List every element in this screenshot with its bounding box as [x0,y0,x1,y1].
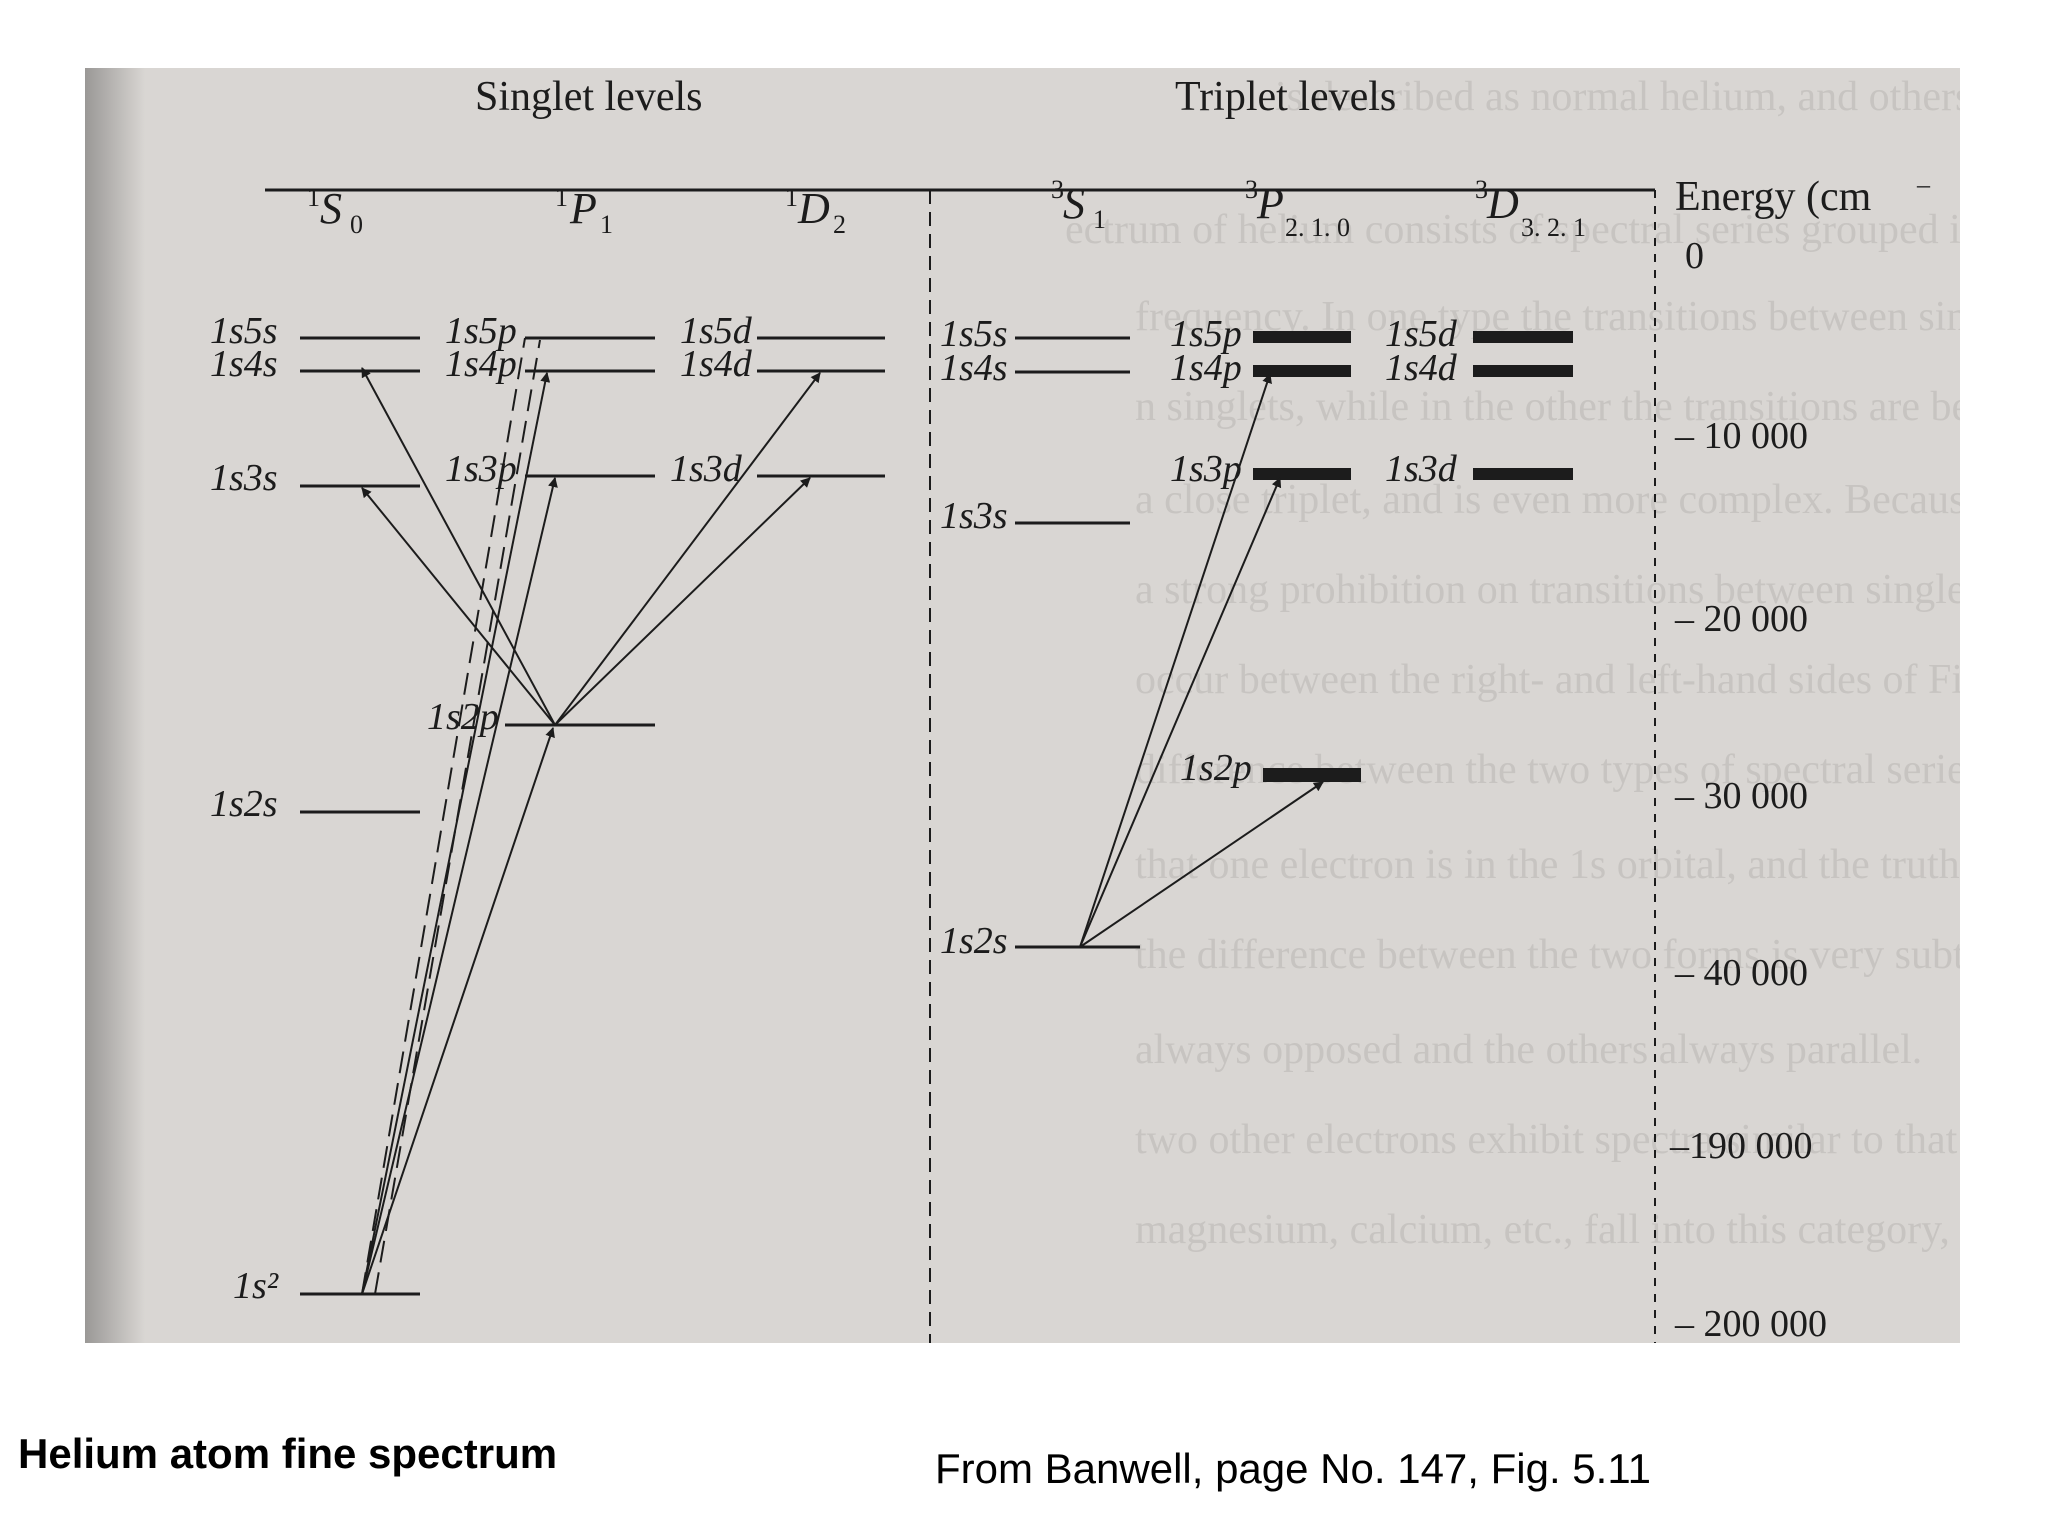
level-multiplet [1253,365,1351,377]
transition-arrow [1079,373,1272,948]
level-label: 1s3d [1385,448,1458,490]
level-label: 1s² [233,1265,279,1307]
level-label: 1s4d [1385,347,1458,389]
level-label: 1s5s [940,313,1008,355]
level-multiplet [1473,365,1573,377]
term-1D2: 1 D 2 [785,183,846,239]
svg-text:ectrum of helium consists of s: ectrum of helium consists of spectral se… [1065,207,1960,253]
level-label: 1s2p [427,696,499,738]
svg-text:difference between the two typ: difference between the two types of spec… [1135,747,1960,793]
svg-text:always opposed and the others: always opposed and the others always par… [1135,1027,1922,1073]
svg-text:1: 1 [1093,205,1106,234]
svg-text:S: S [1063,179,1085,228]
tick-0: 0 [1685,235,1704,277]
level-multiplet [1263,768,1361,782]
level-label: 1s4s [210,343,278,385]
svg-text:1: 1 [600,210,613,239]
transition-arrow [361,487,556,726]
level-label: 1s4p [1170,347,1242,389]
transition-arrow [361,337,526,1295]
term-1P1: 1 P 1 [555,183,613,239]
singlet-S-column: 1s5s 1s4s 1s3s 1s2s 1s² [210,310,420,1307]
term-3S1: 3 S 1 [1051,175,1106,234]
level-label: 1s5d [680,310,753,352]
bleed-through-text: is described as normal helium, and other… [1065,74,1960,1253]
triplet-P-column: 1s5p 1s4p 1s3p 1s2p [1170,313,1361,789]
transition-arrow [361,367,556,726]
transition-arrow [361,477,558,1295]
level-label: 1s2p [1180,747,1252,789]
svg-text:a close triplet, and is even m: a close triplet, and is even more comple… [1135,477,1960,523]
singlet-P-column: 1s5p 1s4p 1s3p 1s2p [427,310,655,738]
svg-text:two other electrons exhibit sp: two other electrons exhibit spectra simi… [1135,1117,1960,1163]
level-label: 1s5d [1385,313,1458,355]
level-multiplet [1473,331,1573,343]
svg-text:P: P [1256,179,1284,228]
svg-text:2. 1. 0: 2. 1. 0 [1285,213,1350,242]
svg-text:a strong prohibition on transi: a strong prohibition on transitions betw… [1135,567,1960,613]
tick-200000: – 200 000 [1674,1303,1827,1343]
caption-source: From Banwell, page No. 147, Fig. 5.11 [935,1445,1651,1492]
tick-10000: – 10 000 [1674,415,1808,457]
triplet-D-column: 1s5d 1s4d 1s3d [1385,313,1573,490]
svg-text:D: D [1486,179,1519,228]
svg-text:magnesium, calcium, etc., fall: magnesium, calcium, etc., fall into this… [1135,1207,1960,1253]
energy-level-diagram: is described as normal helium, and other… [210,74,1960,1343]
transition-arrow [361,727,555,1295]
svg-text:2: 2 [833,210,846,239]
level-label: 1s3s [210,457,278,499]
term-3P: 3 P 2. 1. 0 [1245,175,1350,242]
triplet-transitions [1079,373,1324,948]
energy-axis-label-superscript: – [1916,170,1931,199]
level-multiplet [1253,468,1351,480]
level-label: 1s3p [1170,448,1242,490]
tick-40000: – 40 000 [1674,952,1808,994]
svg-text:1: 1 [555,183,568,212]
svg-text:occur between the right- and l: occur between the right- and left-hand s… [1135,657,1960,703]
tick-190000: –190 000 [1669,1125,1813,1167]
transition-arrow [374,339,541,1295]
svg-text:that one electron is in the 1s: that one electron is in the 1s orbital, … [1135,842,1960,888]
transition-arrow [554,477,811,726]
scanned-figure: is described as normal helium, and other… [85,68,1960,1343]
singlet-D-column: 1s5d 1s4d 1s3d [670,310,885,490]
triplet-header: Triplet levels [1175,74,1396,120]
svg-text:n singlets, while in the other: n singlets, while in the other the trans… [1135,384,1960,430]
svg-text:0: 0 [350,210,363,239]
level-label: 1s4d [680,343,753,385]
svg-text:1: 1 [785,183,798,212]
svg-text:3. 2. 1: 3. 2. 1 [1521,213,1586,242]
svg-text:S: S [320,184,342,233]
level-label: 1s5p [445,310,517,352]
svg-text:D: D [797,184,830,233]
term-3D: 3 D 3. 2. 1 [1475,175,1586,242]
level-label: 1s5p [1170,313,1242,355]
level-label: 1s5s [210,310,278,352]
svg-text:P: P [569,184,597,233]
level-multiplet [1253,331,1351,343]
level-label: 1s4s [940,347,1008,389]
tick-30000: – 30 000 [1674,775,1808,817]
level-multiplet [1473,468,1573,480]
transition-arrow [1079,477,1282,948]
level-label: 1s3s [940,495,1008,537]
tick-20000: – 20 000 [1674,598,1808,640]
svg-text:is described as normal helium,: is described as normal helium, and other… [1275,74,1960,120]
svg-text:1: 1 [307,183,320,212]
level-label: 1s2s [210,783,278,825]
triplet-S-column: 1s5s 1s4s 1s3s 1s2s [940,313,1140,962]
svg-text:the difference between the two: the difference between the two forms is … [1135,932,1960,978]
caption-title: Helium atom fine spectrum [18,1430,558,1477]
page-shadow [85,68,145,1343]
level-label: 1s4p [445,343,517,385]
level-label: 1s3d [670,448,743,490]
energy-axis-label: Energy (cm [1675,174,1872,220]
level-label: 1s2s [940,920,1008,962]
singlet-header: Singlet levels [475,74,702,120]
singlet-transitions [361,337,821,1295]
transition-arrow [554,372,821,726]
transition-arrow [1079,781,1324,948]
